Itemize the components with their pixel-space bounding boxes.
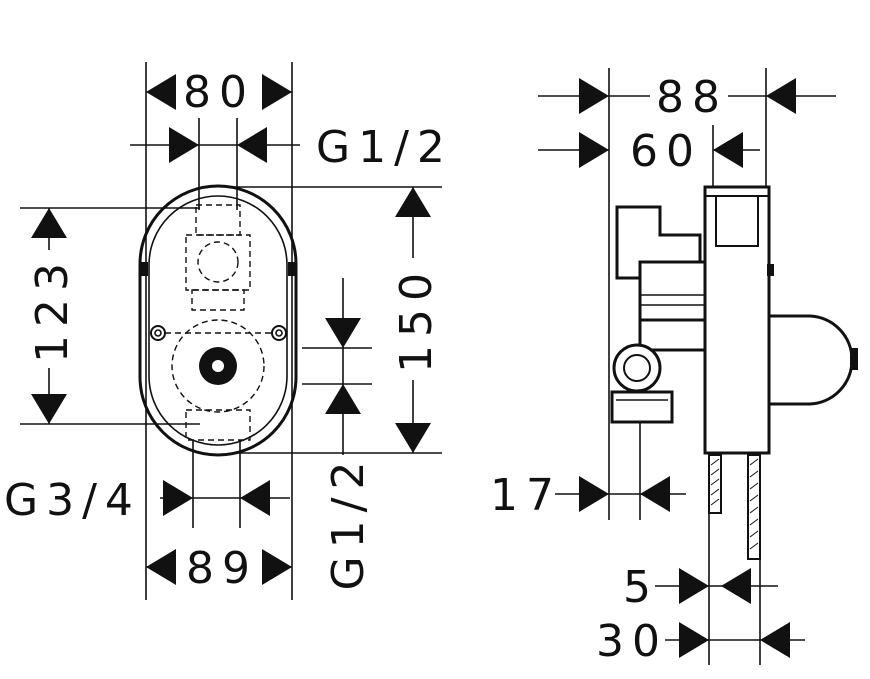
front-view: 80 G1/2 123 150 bbox=[4, 62, 453, 600]
front-body-outline bbox=[138, 184, 298, 457]
side-outlet-bottom bbox=[610, 390, 674, 424]
side-knob-inner bbox=[623, 354, 651, 382]
dim-width-top: 80 bbox=[146, 67, 292, 118]
side-housing-notch bbox=[767, 264, 774, 276]
side-housing bbox=[703, 185, 771, 455]
dim-depth-total-label: 88 bbox=[656, 72, 728, 123]
dim-tube-min-label: 5 bbox=[623, 562, 659, 613]
dim-depth-body: 60 bbox=[538, 126, 760, 177]
side-cap-tab bbox=[850, 348, 858, 370]
upper-cartridge bbox=[185, 204, 251, 311]
dim-depth-total: 88 bbox=[538, 72, 836, 123]
front-notch-left bbox=[140, 262, 148, 276]
dim-connection-right-label: G1/2 bbox=[323, 454, 374, 591]
side-valve-body bbox=[610, 185, 858, 560]
cartridge-lower bbox=[638, 318, 708, 352]
dim-offset-bottom: 17 bbox=[490, 470, 686, 521]
dim-height-right: 150 bbox=[386, 187, 442, 453]
dim-height-left: 123 bbox=[22, 208, 78, 424]
dim-height-right-label: 150 bbox=[391, 265, 442, 373]
lower-port-outline bbox=[185, 409, 251, 441]
dim-height-left-label: 123 bbox=[27, 255, 78, 363]
dim-depth-body-label: 60 bbox=[630, 126, 702, 177]
valve-hub-center bbox=[212, 360, 224, 372]
dim-tube-max: 30 bbox=[596, 616, 805, 667]
front-extension-lines bbox=[20, 62, 442, 600]
dim-tube-min: 5 bbox=[623, 562, 778, 613]
dim-width-bottom: 89 bbox=[146, 543, 292, 594]
dim-offset-bottom-label: 17 bbox=[490, 470, 562, 521]
side-view: 88 60 bbox=[490, 68, 858, 667]
mounting-lug-right bbox=[271, 325, 287, 341]
cartridge-mid bbox=[638, 260, 708, 322]
front-body-inner-outline bbox=[148, 195, 288, 446]
dim-width-top-label: 80 bbox=[183, 67, 255, 118]
dim-connection-bottom-label: G3/4 bbox=[4, 475, 141, 526]
mounting-lug-left bbox=[150, 325, 166, 341]
tube-left bbox=[708, 454, 722, 514]
dim-tube-max-label: 30 bbox=[596, 616, 668, 667]
dim-width-bottom-label: 89 bbox=[186, 543, 258, 594]
valve-outline bbox=[171, 319, 265, 413]
dim-connection-right: G1/2 bbox=[323, 278, 374, 590]
side-cap bbox=[764, 314, 854, 406]
side-knob bbox=[612, 343, 662, 393]
dim-connection-top-label: G1/2 bbox=[316, 122, 453, 173]
dim-connection-top: G1/2 bbox=[130, 122, 453, 173]
tube-right bbox=[747, 454, 761, 560]
tube-hatching bbox=[710, 458, 759, 550]
dim-connection-bottom: G3/4 bbox=[4, 475, 290, 526]
